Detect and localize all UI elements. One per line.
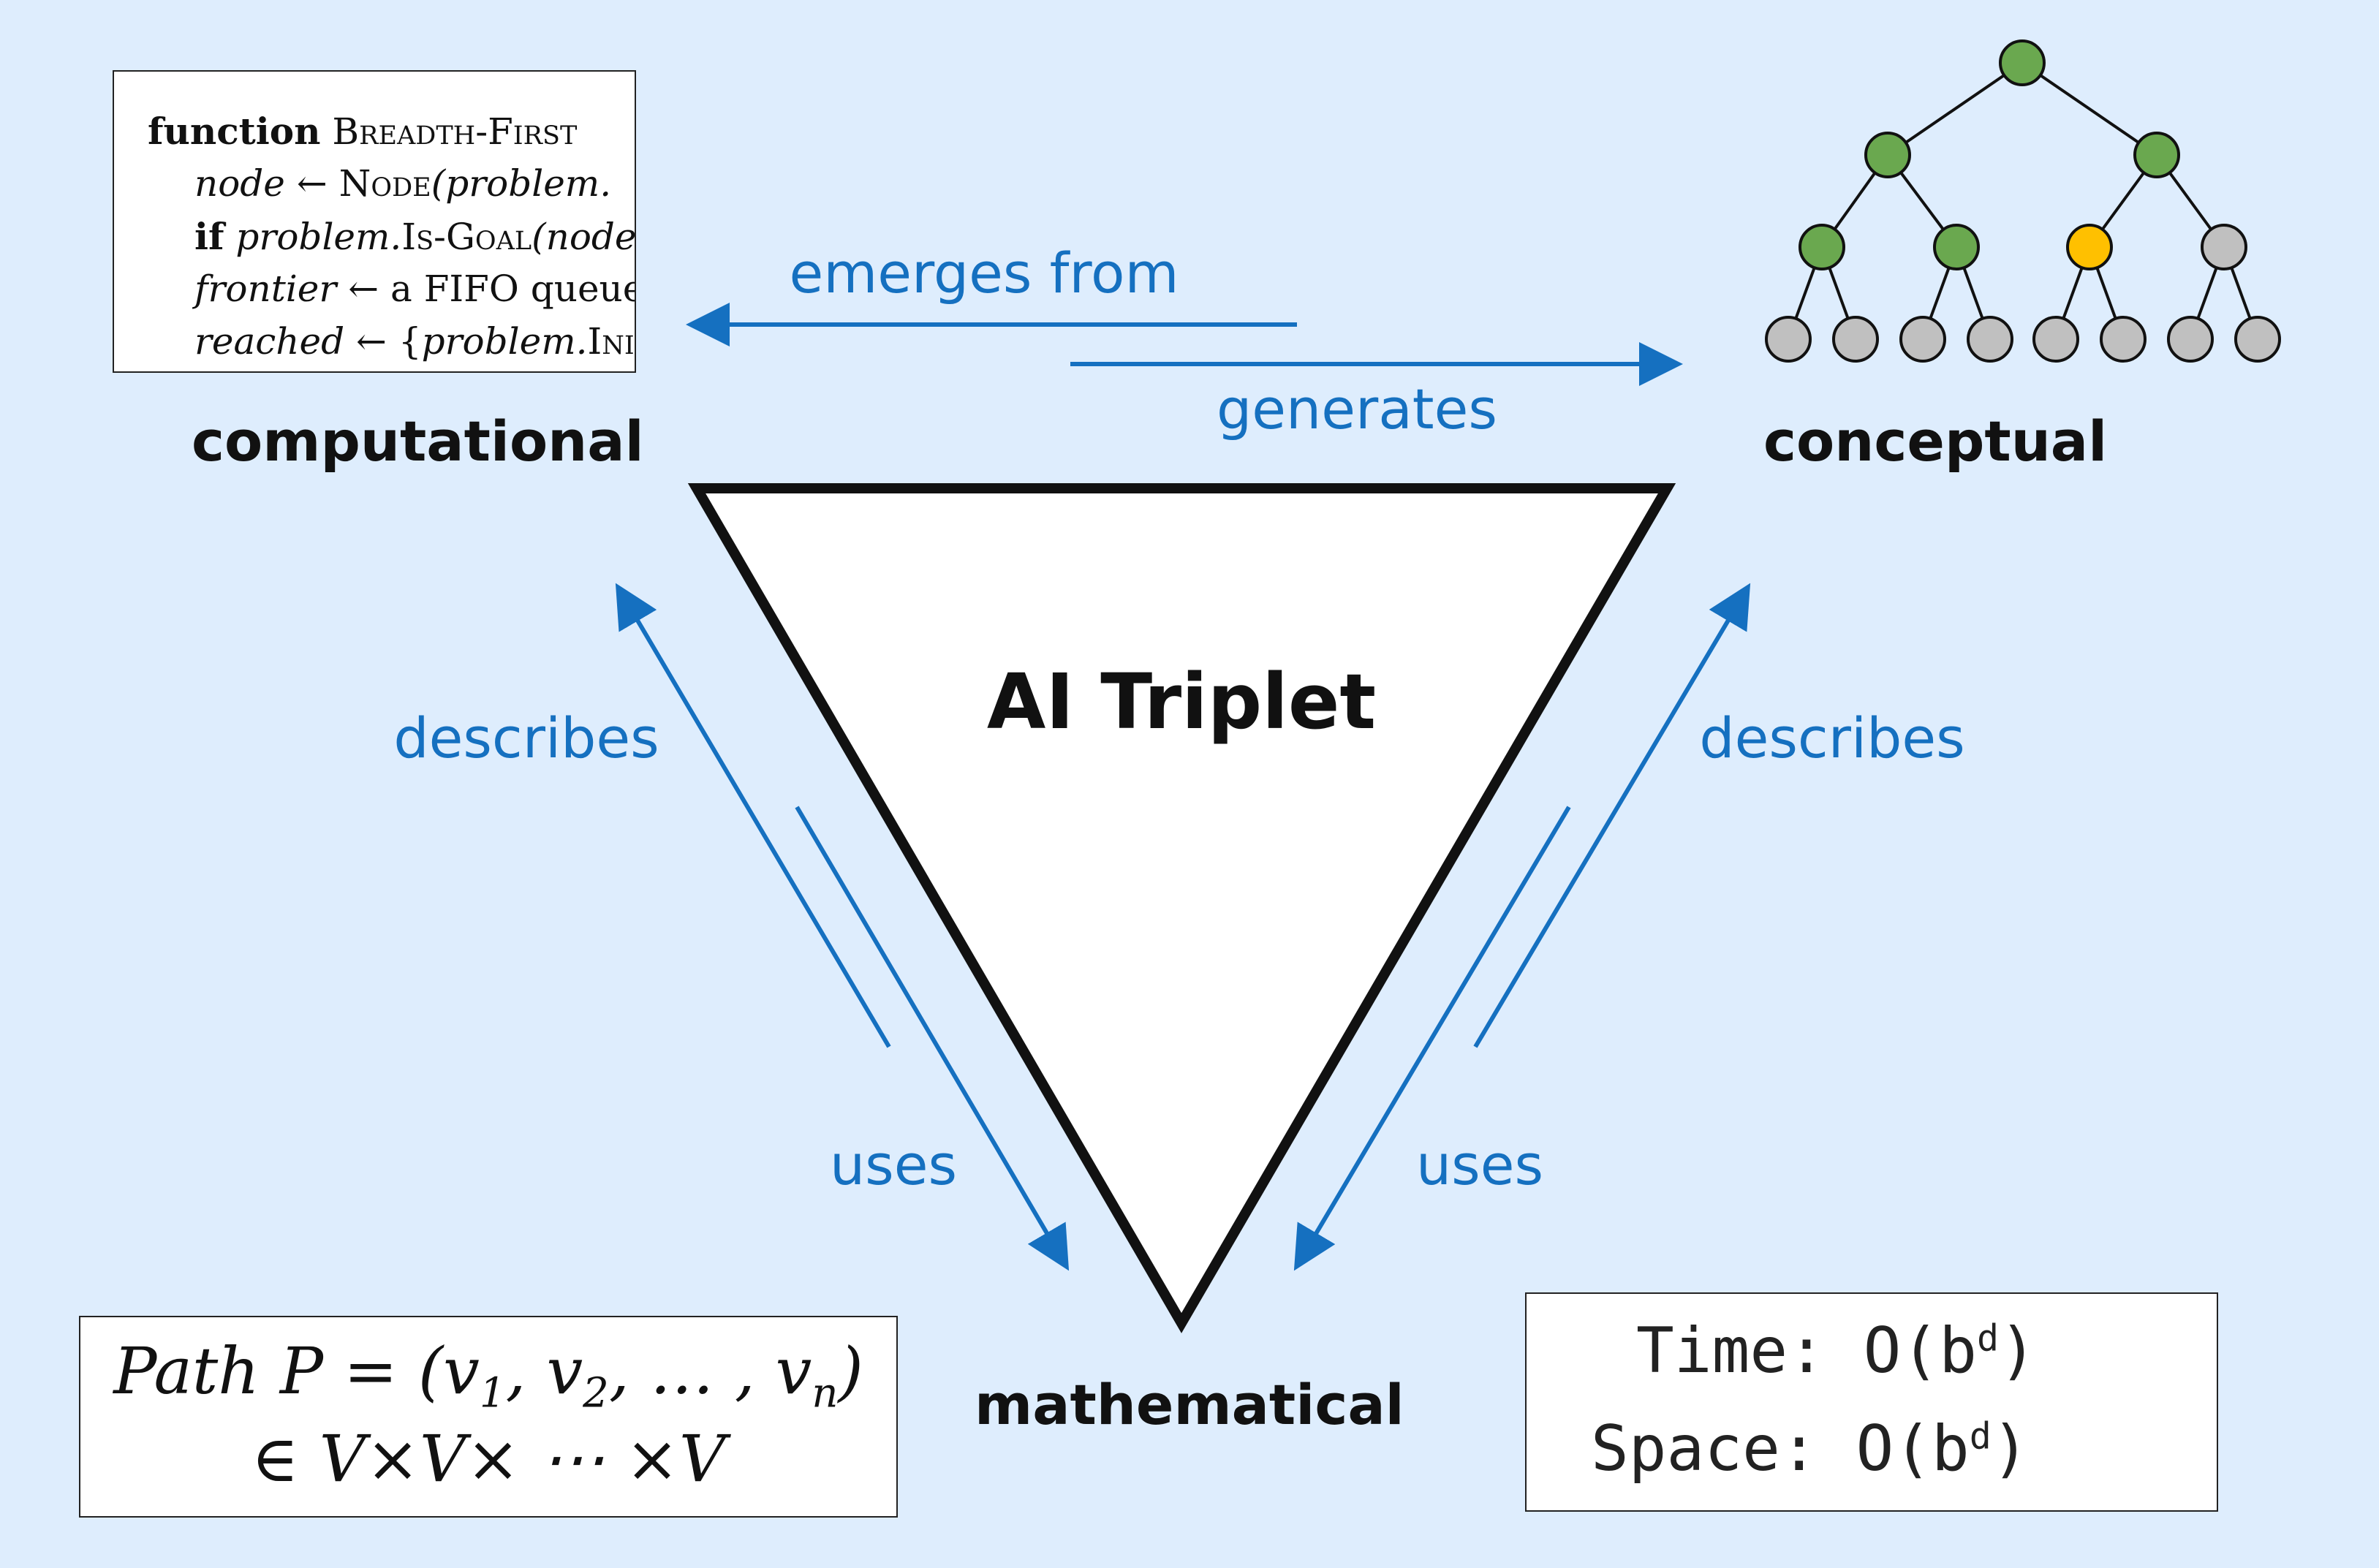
tree-root-node (1999, 39, 2046, 86)
describes-left-label: describes (393, 705, 659, 770)
describes-right-label: describes (1699, 705, 1964, 770)
code-keyword: function (148, 110, 321, 153)
path-domain-formula: ∈ V×V× ⋯ ×V (251, 1421, 726, 1496)
tree-leaf-node (2032, 316, 2079, 363)
tree-leaf-node (1832, 316, 1879, 363)
path-formula: Path P = (v1, v2, … , vn) (113, 1333, 863, 1417)
uses-right-arrow (1293, 806, 1571, 1271)
tree-leaf-node (1967, 316, 2013, 363)
emerges-from-label: emerges from (789, 240, 1179, 306)
space-complexity: Space: O(bd) (1591, 1412, 2030, 1485)
code-line-5: reached ← {problem.Initial (194, 320, 635, 363)
tree-leaf-node (2167, 316, 2214, 363)
triplet-title: AI Triplet (987, 657, 1376, 746)
code-line-3: if problem.Is-Goal(node (194, 215, 636, 258)
describes-left-arrow (615, 583, 891, 1048)
code-line-1: function Breadth-First (148, 110, 577, 153)
vertex-label-mathematical: mathematical (975, 1372, 1404, 1437)
vertex-label-computational: computational (192, 409, 644, 474)
uses-left-label: uses (830, 1132, 957, 1197)
search-tree-icon (1765, 39, 2281, 363)
path-definition-box: Path P = (v1, v2, … , vn) ∈ V×V× ⋯ ×V (79, 1316, 898, 1518)
code-line-2: node ← Node(problem. (194, 162, 612, 205)
complexity-box: Time: O(bd) Space: O(bd) (1525, 1292, 2218, 1512)
pseudocode-box: function Breadth-First node ← Node(probl… (113, 70, 636, 373)
tree-node (2133, 132, 2180, 178)
code-line-4: frontier ← a FIFO queue (194, 268, 636, 310)
tree-node (2201, 224, 2247, 270)
describes-right-arrow (1473, 583, 1751, 1048)
tree-leaf-node (1765, 316, 1812, 363)
tree-node (1933, 224, 1980, 270)
time-complexity: Time: O(bd) (1636, 1314, 2037, 1387)
triplet-triangle (687, 483, 1676, 1333)
uses-left-arrow (795, 806, 1070, 1271)
vertex-label-conceptual: conceptual (1763, 409, 2107, 474)
tree-node (1799, 224, 1845, 270)
tree-leaf-node (1899, 316, 1946, 363)
tree-node-highlighted (2066, 224, 2113, 270)
code-function-name: Breadth-First (332, 110, 578, 153)
tree-leaf-node (2234, 316, 2281, 363)
tree-leaf-node (2100, 316, 2147, 363)
generates-label: generates (1217, 376, 1497, 442)
uses-right-label: uses (1416, 1132, 1543, 1197)
tree-node (1864, 132, 1911, 178)
